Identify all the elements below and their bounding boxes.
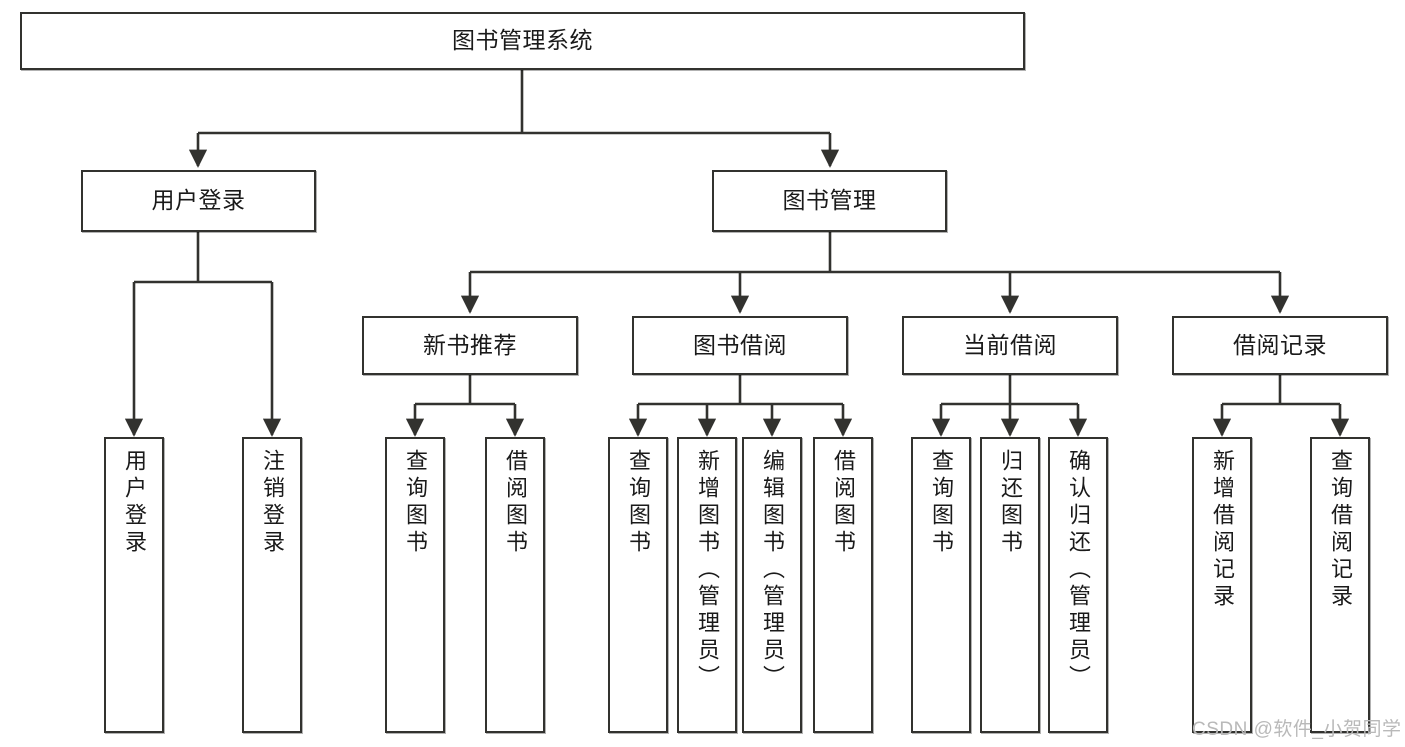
node-leaf-query-book-1[interactable]: 查询图书 (385, 437, 445, 733)
node-leaf-query-borrow-record[interactable]: 查询借阅记录 (1310, 437, 1370, 733)
node-leaf-query-borrow-record-label: 查询借阅记录 (1328, 449, 1353, 611)
node-new-book-recommend-label: 新书推荐 (423, 331, 517, 358)
node-book-borrow[interactable]: 图书借阅 (632, 316, 848, 375)
node-leaf-user-login[interactable]: 用户登录 (104, 437, 164, 733)
node-leaf-query-book-1-label: 查询图书 (403, 449, 428, 557)
node-user-login[interactable]: 用户登录 (81, 170, 316, 232)
node-leaf-add-book-admin-label: 新增图书（管理员） (695, 449, 720, 692)
node-current-borrow[interactable]: 当前借阅 (902, 316, 1118, 375)
node-leaf-add-borrow-record[interactable]: 新增借阅记录 (1192, 437, 1252, 733)
node-leaf-user-login-label: 用户登录 (122, 449, 147, 557)
node-leaf-return-book-label: 归还图书 (998, 449, 1023, 557)
node-leaf-borrow-book-1-label: 借阅图书 (503, 449, 528, 557)
node-leaf-confirm-return-admin[interactable]: 确认归还（管理员） (1048, 437, 1108, 733)
node-current-borrow-label: 当前借阅 (963, 331, 1057, 358)
node-leaf-add-book-admin[interactable]: 新增图书（管理员） (677, 437, 737, 733)
node-leaf-query-book-2-label: 查询图书 (626, 449, 651, 557)
node-leaf-borrow-book-2-label: 借阅图书 (831, 449, 856, 557)
node-leaf-edit-book-admin[interactable]: 编辑图书（管理员） (742, 437, 802, 733)
node-book-borrow-label: 图书借阅 (693, 331, 787, 358)
node-book-management-label: 图书管理 (782, 187, 877, 214)
node-leaf-add-borrow-record-label: 新增借阅记录 (1210, 449, 1235, 611)
node-book-management[interactable]: 图书管理 (712, 170, 947, 232)
node-leaf-query-book-3[interactable]: 查询图书 (911, 437, 971, 733)
node-leaf-borrow-book-1[interactable]: 借阅图书 (485, 437, 545, 733)
node-borrow-record-label: 借阅记录 (1233, 331, 1327, 358)
csdn-watermark: CSDN @软件_小贺同学 (1192, 719, 1402, 740)
node-user-login-label: 用户登录 (151, 187, 246, 214)
node-root-system[interactable]: 图书管理系统 (20, 12, 1025, 70)
node-leaf-return-book[interactable]: 归还图书 (980, 437, 1040, 733)
node-leaf-logout-login-label: 注销登录 (260, 449, 285, 557)
node-new-book-recommend[interactable]: 新书推荐 (362, 316, 578, 375)
node-leaf-edit-book-admin-label: 编辑图书（管理员） (760, 449, 785, 692)
node-leaf-borrow-book-2[interactable]: 借阅图书 (813, 437, 873, 733)
node-leaf-query-book-3-label: 查询图书 (929, 449, 954, 557)
node-root-system-label: 图书管理系统 (452, 27, 593, 54)
node-leaf-confirm-return-admin-label: 确认归还（管理员） (1066, 449, 1091, 692)
node-borrow-record[interactable]: 借阅记录 (1172, 316, 1388, 375)
node-leaf-query-book-2[interactable]: 查询图书 (608, 437, 668, 733)
node-leaf-logout-login[interactable]: 注销登录 (242, 437, 302, 733)
